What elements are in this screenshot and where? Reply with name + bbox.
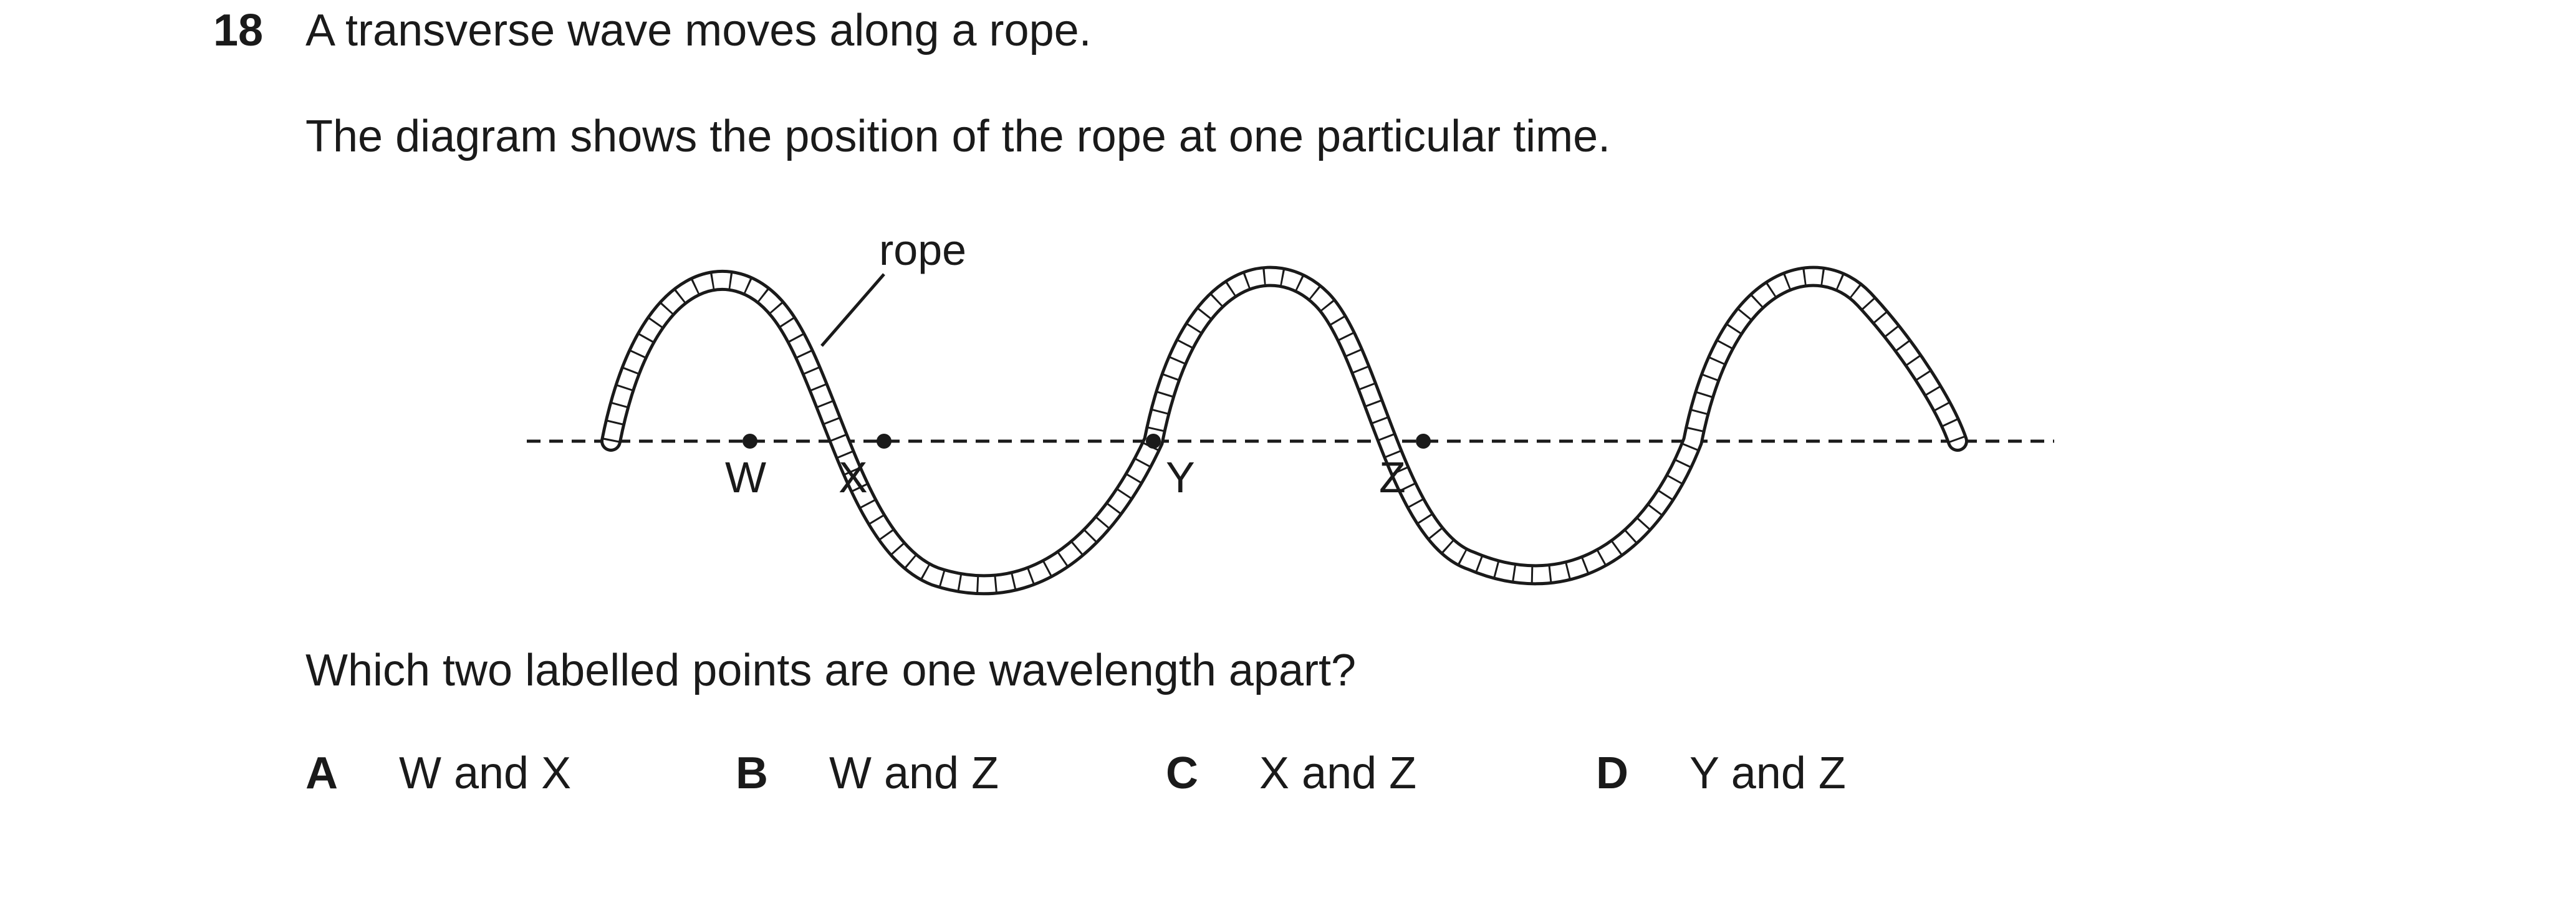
point-w bbox=[743, 434, 757, 449]
rope bbox=[600, 265, 1968, 596]
point-label-x: X bbox=[839, 453, 868, 502]
point-label-z: Z bbox=[1379, 453, 1406, 502]
question-number: 18 bbox=[213, 6, 264, 55]
option-a-text: W and X bbox=[399, 748, 572, 798]
point-y bbox=[1146, 434, 1161, 449]
option-c-letter: C bbox=[1166, 748, 1198, 798]
option-d-text: Y and Z bbox=[1689, 748, 1846, 798]
rope-label: rope bbox=[879, 226, 966, 274]
wave-diagram: rope W X Y Z bbox=[527, 226, 2054, 596]
question-description: The diagram shows the position of the ro… bbox=[305, 112, 1611, 161]
option-b-text: W and Z bbox=[829, 748, 999, 798]
rope-leader-line bbox=[820, 273, 885, 347]
option-a-letter: A bbox=[305, 748, 338, 798]
point-x bbox=[877, 434, 892, 449]
point-label-y: Y bbox=[1166, 453, 1195, 502]
option-c-text: X and Z bbox=[1259, 748, 1417, 798]
option-d-letter: D bbox=[1596, 748, 1628, 798]
point-markers bbox=[743, 434, 1431, 449]
question-prompt: Which two labelled points are one wavele… bbox=[305, 646, 1357, 695]
point-label-w: W bbox=[725, 453, 766, 502]
question-intro: A transverse wave moves along a rope. bbox=[305, 6, 1092, 55]
point-z bbox=[1416, 434, 1431, 449]
option-b-letter: B bbox=[736, 748, 768, 798]
